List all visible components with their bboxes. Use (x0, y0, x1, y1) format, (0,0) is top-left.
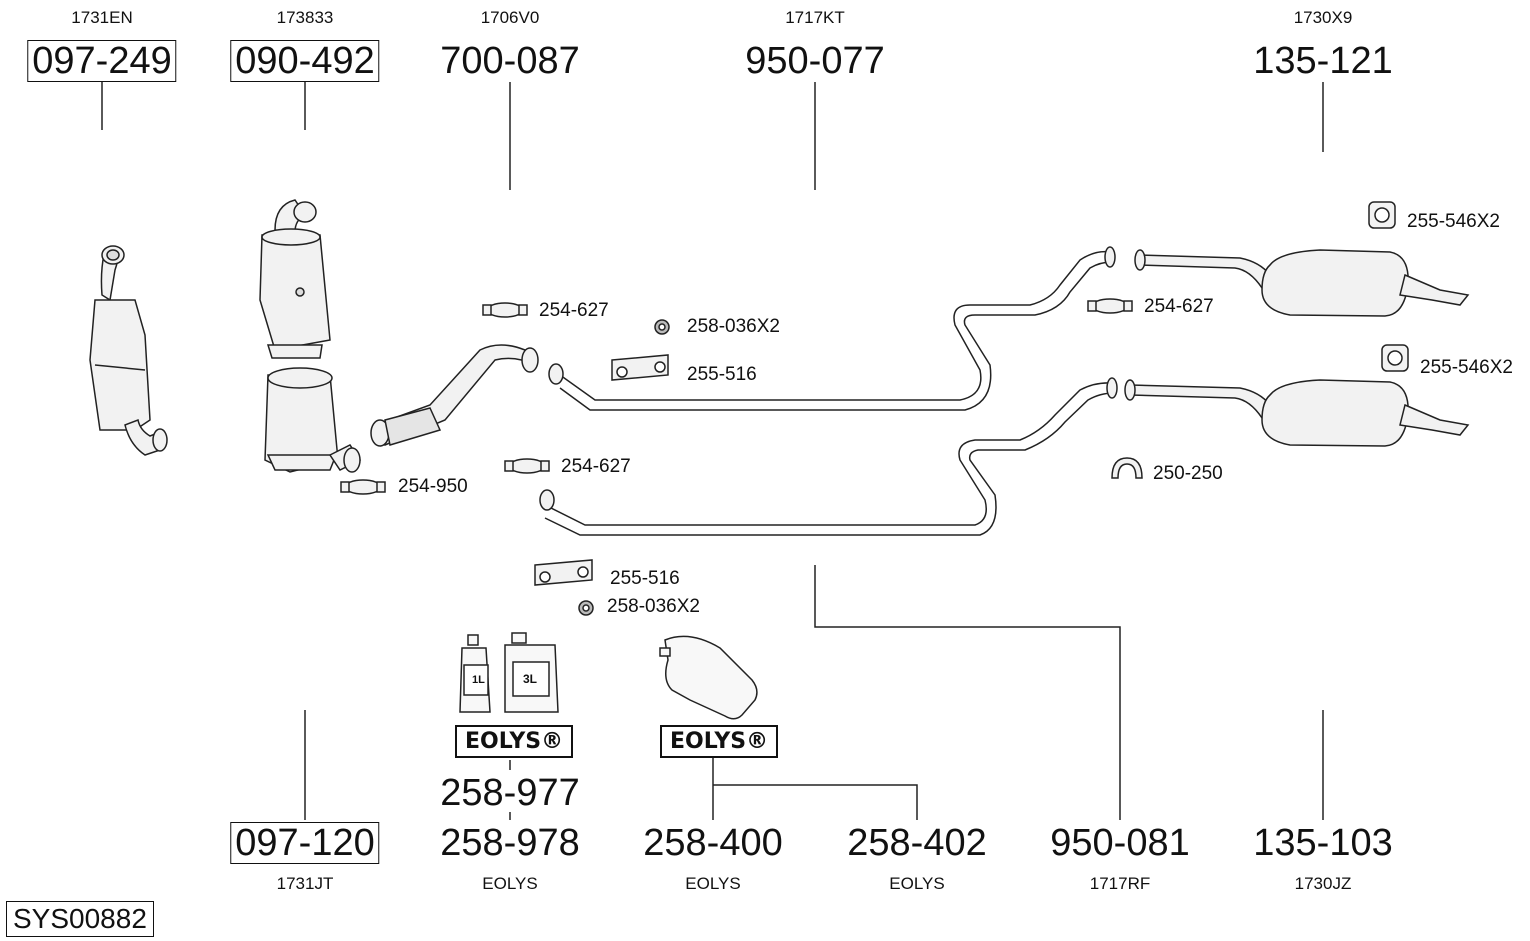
part-code-top-5: 1730X9 (1293, 8, 1353, 27)
part-code-bottom-1: 1731JT (276, 874, 334, 893)
part-code-top-1: 1731EN (71, 8, 133, 27)
eolys-brand-label-1: EOLYS® (455, 725, 574, 758)
rear-muffler-lower-drawing (1124, 379, 1470, 447)
part-number-top-1[interactable]: 097-249 (27, 40, 177, 82)
part-number-bottom-2[interactable]: 258-978 (440, 822, 580, 864)
part-code-bottom-6: 1730JZ (1294, 874, 1352, 893)
catalyst-lower-drawing (264, 367, 362, 473)
eolys-brand-label-2: EOLYS® (660, 725, 779, 758)
nut-icons (578, 319, 670, 616)
hanger-icons (534, 354, 669, 586)
part-number-top-5[interactable]: 135-121 (1253, 40, 1393, 82)
part-code-top-3: 1706V0 (480, 8, 540, 27)
part-number-top-4[interactable]: 950-077 (745, 40, 885, 82)
clamp-label-lower-right[interactable]: 250-250 (1153, 463, 1223, 484)
clamp-icons (340, 298, 1143, 495)
system-id-badge: SYS00882 (6, 901, 154, 937)
part-number-top-2[interactable]: 090-492 (230, 40, 380, 82)
rubber-label-upper-right[interactable]: 255-546X2 (1407, 211, 1500, 232)
nut-label-upper[interactable]: 258-036X2 (687, 316, 780, 337)
hanger-label-lower[interactable]: 255-516 (610, 568, 680, 589)
eolys-bag-drawing (659, 635, 758, 720)
clamp-label-upper-right[interactable]: 254-627 (1144, 296, 1214, 317)
part-code-bottom-5: 1717RF (1089, 874, 1151, 893)
front-pipe-drawing (370, 344, 539, 447)
middle-pipe-lower-drawing (539, 377, 1118, 536)
bottle-large-label: 3L (523, 672, 538, 686)
part-number-bottom-5[interactable]: 950-081 (1050, 822, 1190, 864)
part-code-top-4: 1717KT (785, 8, 845, 27)
middle-pipe-upper-drawing (548, 246, 1116, 411)
clamp-label-cat[interactable]: 254-950 (398, 476, 468, 497)
part-number-bottom-1[interactable]: 097-120 (230, 822, 380, 864)
part-number-bottom-6[interactable]: 135-103 (1253, 822, 1393, 864)
eolys-bottles-drawing (459, 632, 559, 713)
part-code-bottom-2: EOLYS (482, 874, 538, 893)
rubber-label-lower-right[interactable]: 255-546X2 (1420, 357, 1513, 378)
clamp-label-upper-left[interactable]: 254-627 (539, 300, 609, 321)
catalyst-upper-drawing (259, 199, 331, 359)
nut-label-lower[interactable]: 258-036X2 (607, 596, 700, 617)
part-number-bottom-3[interactable]: 258-400 (643, 822, 783, 864)
hanger-label-upper[interactable]: 255-516 (687, 364, 757, 385)
part-number-bottom-4[interactable]: 258-402 (847, 822, 987, 864)
part-number-top-3[interactable]: 700-087 (440, 40, 580, 82)
part-code-top-2: 173833 (276, 8, 334, 27)
part-code-bottom-3: EOLYS (685, 874, 741, 893)
bottle-small-label: 1L (472, 674, 485, 686)
rubber-mount-icons (1368, 201, 1409, 372)
rear-muffler-upper-drawing (1134, 249, 1470, 317)
catalyst-left-drawing (89, 245, 168, 456)
clamp-label-lower-left[interactable]: 254-627 (561, 456, 631, 477)
part-number-bottom-2-above[interactable]: 258-977 (440, 772, 580, 814)
part-code-bottom-4: EOLYS (889, 874, 945, 893)
